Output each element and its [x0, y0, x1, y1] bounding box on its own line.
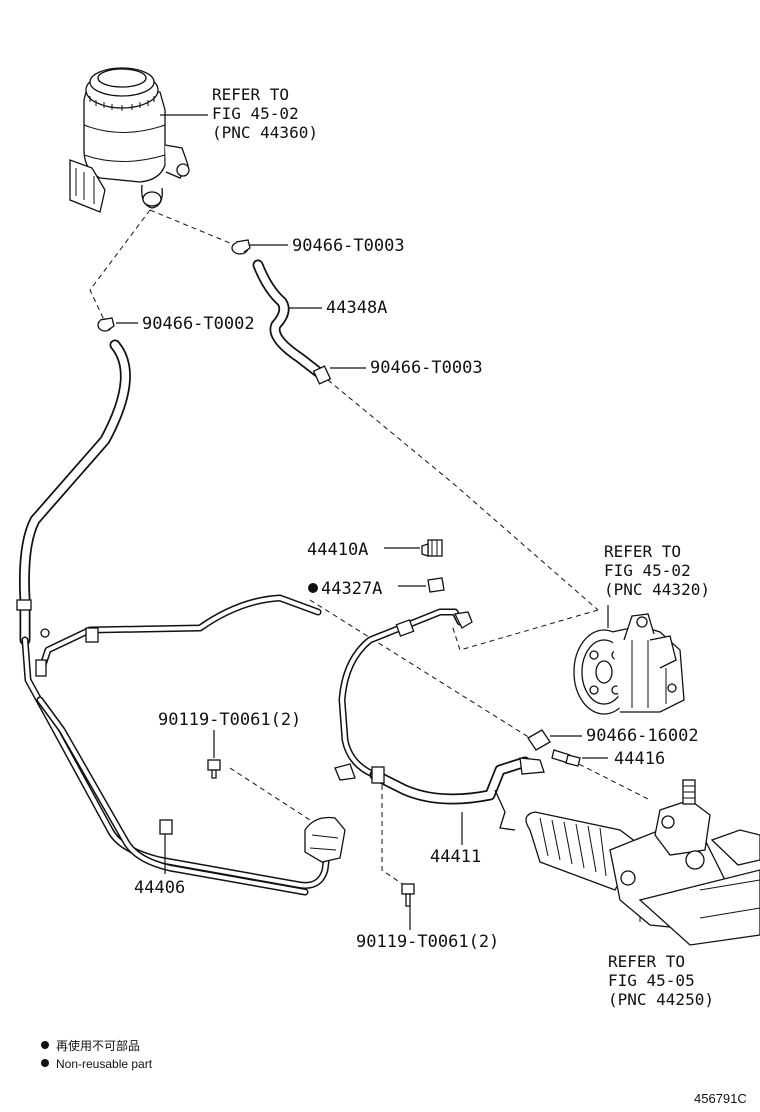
part-label-bolt-bottom[interactable]: 90119-T0061(2)	[356, 932, 499, 952]
pump-ref-line2: FIG 45-02	[604, 561, 691, 580]
part-label-44406[interactable]: 44406	[134, 878, 185, 898]
reservoir-tank	[69, 67, 208, 213]
legend-bullet-1	[41, 1041, 49, 1049]
part-label-bolt-left[interactable]: 90119-T0061(2)	[158, 710, 301, 730]
pressure-hose-44411	[334, 608, 545, 831]
reservoir-ref-line3: (PNC 44360)	[212, 123, 318, 142]
pump-ref-line3: (PNC 44320)	[604, 580, 710, 599]
part-label-44327A[interactable]: 44327A	[321, 579, 382, 599]
gear-ref-line2: FIG 45-05	[608, 971, 695, 990]
gasket-44327A	[398, 577, 445, 593]
part-label-44416[interactable]: 44416	[614, 749, 665, 769]
figure-id: 456791C	[694, 1091, 747, 1106]
legend-line-1: 再使用不可部品	[56, 1038, 140, 1053]
part-label-clip-top[interactable]: 90466-T0003	[292, 236, 405, 256]
legend-bullet-2	[41, 1059, 49, 1067]
union-44416	[551, 749, 608, 767]
hose-clip-top	[231, 239, 288, 255]
bolt-bottom	[401, 883, 415, 930]
gear-ref-line3: (PNC 44250)	[608, 990, 714, 1009]
hose-clip-mid	[312, 365, 366, 385]
non-reusable-marker	[308, 583, 318, 593]
part-label-44411[interactable]: 44411	[430, 847, 481, 867]
return-tube-44406	[16, 339, 346, 896]
part-label-clip-left[interactable]: 90466-T0002	[142, 314, 255, 334]
part-label-44410A[interactable]: 44410A	[307, 540, 368, 560]
dashed-leaders	[89, 209, 651, 925]
bolt-left	[207, 730, 221, 779]
return-hose-44348A	[252, 259, 324, 378]
steering-gear-housing	[525, 779, 760, 946]
hose-clip-left	[97, 317, 138, 332]
legend-line-2: Non-reusable part	[56, 1057, 153, 1071]
reservoir-ref-line2: FIG 45-02	[212, 104, 299, 123]
power-steering-pump	[573, 605, 685, 715]
pump-ref-line1: REFER TO	[604, 542, 681, 561]
part-label-clip-mid[interactable]: 90466-T0003	[370, 358, 483, 378]
union-bolt-44410A	[384, 539, 443, 557]
part-label-44348A[interactable]: 44348A	[326, 298, 387, 318]
reservoir-ref-line1: REFER TO	[212, 85, 289, 104]
part-label-clip-pump[interactable]: 90466-16002	[586, 726, 699, 746]
gear-ref-line1: REFER TO	[608, 952, 685, 971]
clip-pump	[527, 729, 582, 751]
